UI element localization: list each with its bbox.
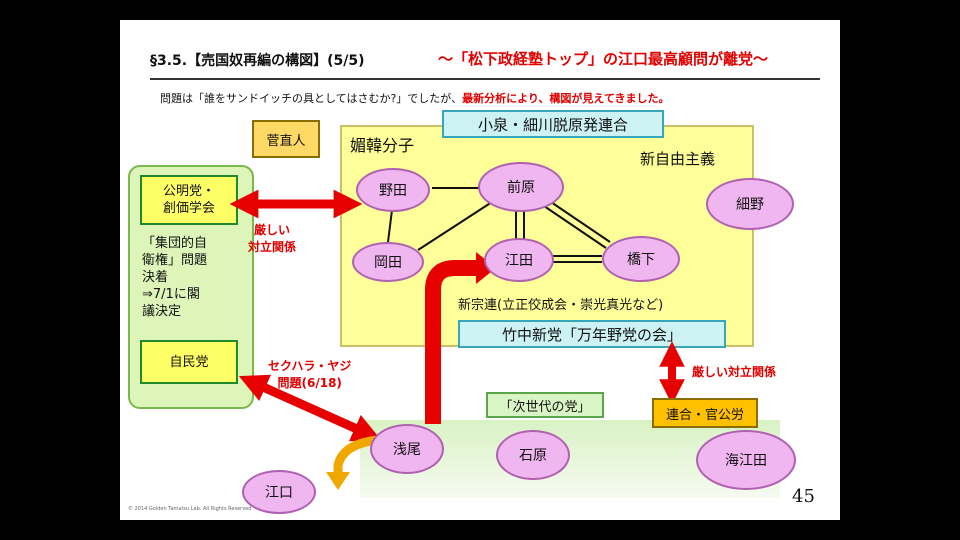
link-maehara-hashimoto-1 <box>547 199 611 243</box>
link-okada-maehara <box>417 201 493 251</box>
copyright-text: © 2014 Golden Tamatsu Lab. All Rights Re… <box>128 506 252 512</box>
node-ishihara: 石原 <box>496 430 570 480</box>
page-number: 45 <box>792 486 815 507</box>
intro-highlight: 最新分析により、構図が見えてきました。 <box>462 92 670 105</box>
kan-box: 菅直人 <box>252 120 320 158</box>
slide-subtitle: 〜「松下政経塾トップ」の江口最高顧問が離党〜 <box>438 50 769 68</box>
intro-prefix: 問題は「誰をサンドイッチの具としてはさむか?」でしたが、 <box>160 92 463 105</box>
conflict-annotation-1: 厳しい 対立関係 <box>248 223 297 254</box>
link-noda-okada <box>387 209 393 243</box>
node-eguchi: 江口 <box>242 470 316 514</box>
jisedai-box: 「次世代の党」 <box>486 392 604 418</box>
node-eda: 江田 <box>484 238 554 282</box>
node-okada: 岡田 <box>352 242 424 282</box>
shinjiyu-label: 新自由主義 <box>640 150 716 168</box>
collective-defense-text: 「集団的自 衛権」問題 決着 ⇒7/1に閣 議決定 <box>142 236 208 319</box>
node-hosono: 細野 <box>706 178 794 230</box>
arrow-ldp-asao <box>238 374 382 442</box>
slide-title: §3.5.【売国奴再編の構図】(5/5) <box>150 53 365 69</box>
node-kaieda: 海江田 <box>696 430 796 490</box>
node-maehara: 前原 <box>478 162 564 212</box>
slide: §3.5.【売国奴再編の構図】(5/5) 〜「松下政経塾トップ」の江口最高顧問が… <box>120 20 840 520</box>
arrow-asao-eda <box>425 260 478 424</box>
title-divider <box>150 78 820 80</box>
koizumi-hosokawa-box: 小泉・細川脱原発連合 <box>442 110 664 138</box>
conflict-annotation-2: 厳しい対立関係 <box>692 365 777 379</box>
ldp-box: 自民党 <box>140 340 238 384</box>
arrow-asao-eguchi-head <box>326 472 350 490</box>
node-noda: 野田 <box>356 168 430 212</box>
node-hashimoto: 橋下 <box>602 236 680 282</box>
komei-box: 公明党・ 創価学会 <box>140 175 238 225</box>
node-asao: 浅尾 <box>370 424 444 474</box>
shinshuren-label: 新宗連(立正佼成会・崇光真光など) <box>458 298 664 313</box>
sekuhara-annotation: セクハラ・ヤジ 問題(6/18) <box>268 359 352 390</box>
link-maehara-hashimoto-2 <box>543 205 607 249</box>
intro-text: 問題は「誰をサンドイッチの具としてはさむか?」でしたが、最新分析により、構図が見… <box>160 90 670 106</box>
seiwa-label: 媚韓分子 <box>350 136 415 155</box>
rengo-box: 連合・官公労 <box>652 398 758 428</box>
